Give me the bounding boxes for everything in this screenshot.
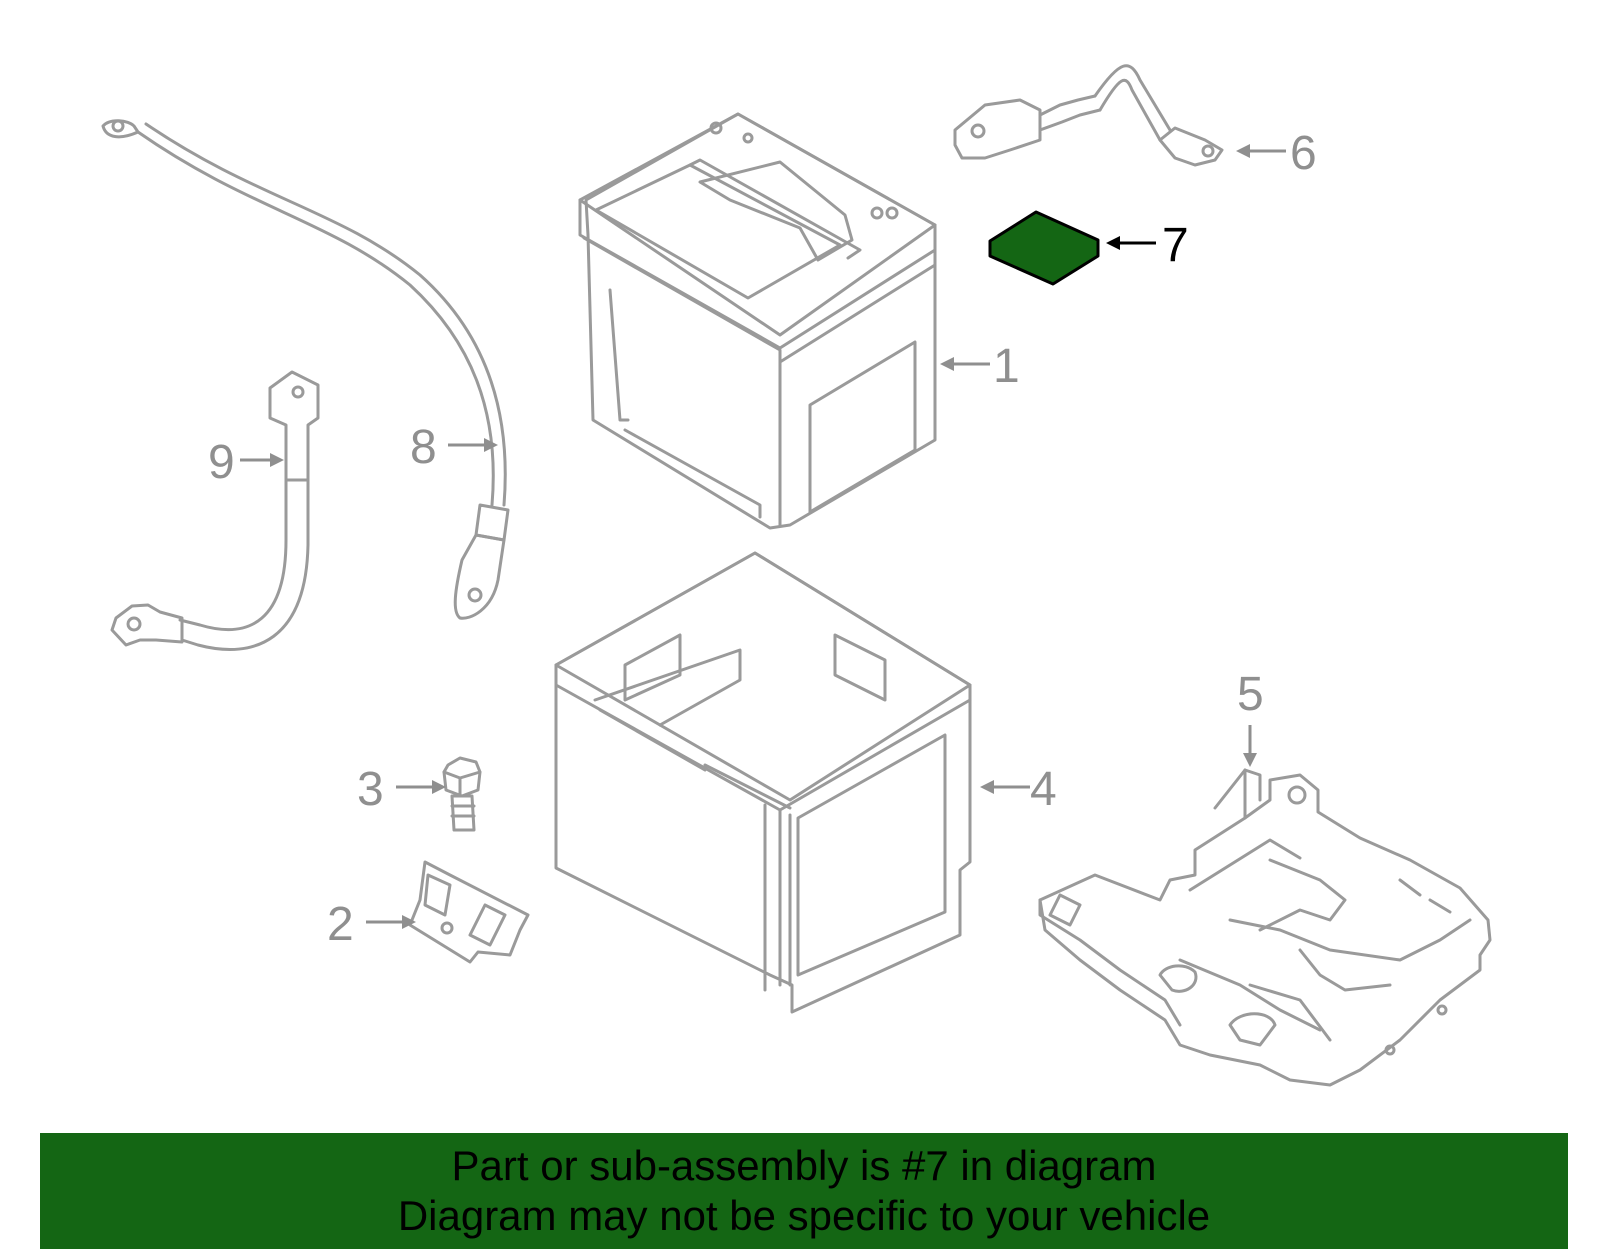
callout-label-5: 5 bbox=[1237, 668, 1264, 721]
callout-6: 6 bbox=[1236, 127, 1317, 180]
part-4-battery-box[interactable] bbox=[554, 551, 972, 1014]
callout-label-9: 9 bbox=[208, 436, 235, 489]
banner-line-1: Part or sub-assembly is #7 in diagram bbox=[451, 1142, 1157, 1189]
part-8-battery-cable[interactable] bbox=[101, 119, 510, 620]
part-6-battery-sensor[interactable] bbox=[953, 64, 1224, 167]
callout-5: 5 bbox=[1237, 668, 1264, 767]
callout-9: 9 bbox=[208, 436, 284, 489]
part-5-battery-tray[interactable] bbox=[1038, 768, 1492, 1087]
callout-7: 7 bbox=[1106, 219, 1189, 272]
callout-3: 3 bbox=[357, 763, 446, 816]
callout-4: 4 bbox=[980, 763, 1057, 816]
callout-1: 1 bbox=[940, 340, 1020, 393]
callout-label-8: 8 bbox=[410, 421, 437, 474]
callout-label-2: 2 bbox=[327, 898, 354, 951]
banner-line-2: Diagram may not be specific to your vehi… bbox=[397, 1192, 1211, 1239]
part-3-bolt[interactable] bbox=[442, 756, 482, 832]
callout-2: 2 bbox=[327, 898, 416, 951]
callout-label-6: 6 bbox=[1290, 127, 1317, 180]
info-banner: Part or sub-assembly is #7 in diagram Di… bbox=[40, 1133, 1568, 1249]
part-2-hold-down-clamp[interactable] bbox=[408, 860, 530, 964]
part-9-ground-cable[interactable] bbox=[110, 370, 320, 651]
callout-label-7: 7 bbox=[1162, 219, 1189, 272]
callout-8: 8 bbox=[410, 421, 498, 474]
callout-label-1: 1 bbox=[993, 340, 1020, 393]
part-1-battery[interactable] bbox=[578, 112, 937, 530]
callout-label-3: 3 bbox=[357, 763, 384, 816]
part-7-highlighted[interactable] bbox=[988, 210, 1100, 286]
callout-label-4: 4 bbox=[1030, 763, 1057, 816]
